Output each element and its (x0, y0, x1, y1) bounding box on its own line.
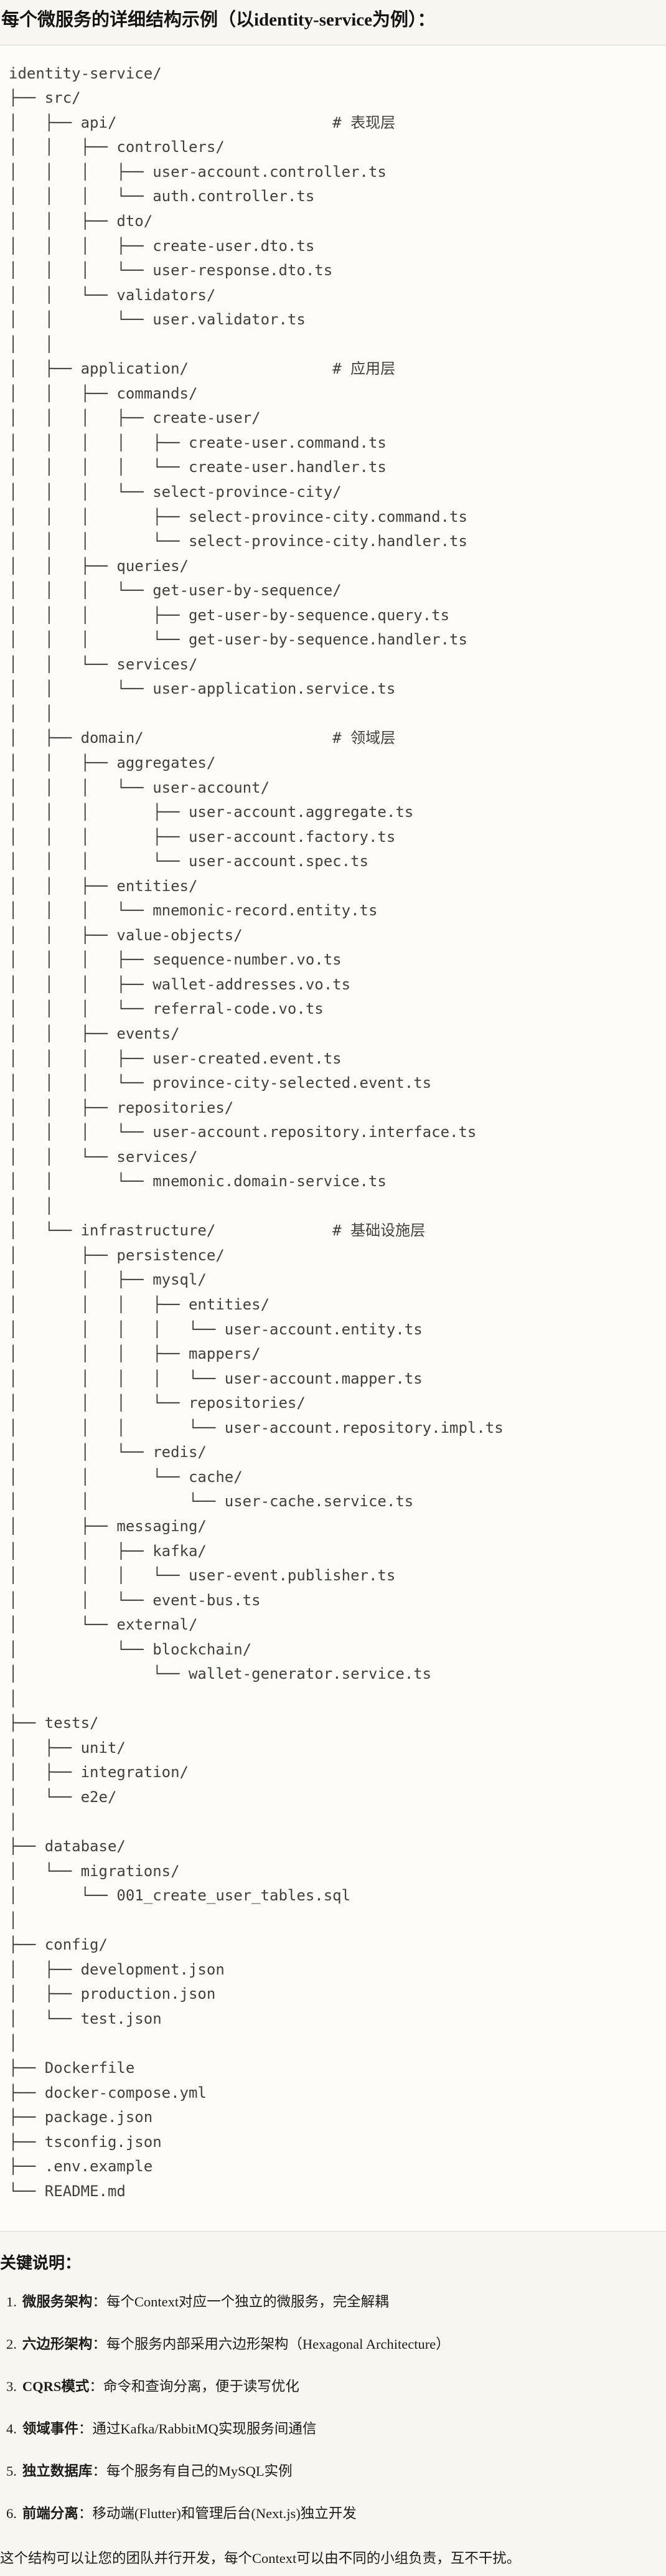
note-text: ：命令和查询分离，便于读写优化 (89, 2379, 299, 2395)
notes-list: 1. 微服务架构：每个Context对应一个独立的微服务，完全解耦 2. 六边形架构… (0, 2291, 666, 2522)
list-item: 5. 独立数据库：每个服务有自己的MySQL实例 (6, 2460, 666, 2480)
directory-tree-code-block: identity-service/ ├── src/ │ ├── api/ # … (0, 44, 666, 2232)
closing-paragraph: 这个结构可以让您的团队并行开发，每个Context可以由不同的小组负责，互不干扰… (0, 2550, 521, 2567)
note-text: ：每个服务内部采用六边形架构（Hexagonal Architecture） (92, 2336, 450, 2352)
note-text: ：移动端(Flutter)和管理后台(Next.js)独立开发 (78, 2506, 357, 2522)
list-item: 1. 微服务架构：每个Context对应一个独立的微服务，完全解耦 (6, 2291, 666, 2311)
note-number: 3. (6, 2379, 17, 2395)
note-number: 5. (6, 2463, 17, 2479)
note-number: 2. (6, 2336, 17, 2352)
note-label: 前端分离 (22, 2506, 78, 2522)
list-item: 4. 领域事件：通过Kafka/RabbitMQ实现服务间通信 (6, 2418, 666, 2438)
note-number: 1. (6, 2294, 17, 2310)
list-item: 6. 前端分离：移动端(Flutter)和管理后台(Next.js)独立开发 (6, 2503, 666, 2522)
note-label: 微服务架构 (22, 2294, 93, 2310)
list-item: 2. 六边形架构：每个服务内部采用六边形架构（Hexagonal Architec… (6, 2333, 666, 2353)
note-text: ：通过Kafka/RabbitMQ实现服务间通信 (78, 2421, 317, 2437)
directory-tree: identity-service/ ├── src/ │ ├── api/ # … (9, 64, 504, 2200)
note-label: 六边形架构 (22, 2336, 93, 2352)
note-label: 领域事件 (22, 2421, 78, 2437)
notes-heading: 关键说明： (0, 2254, 82, 2273)
page-title: 每个微服务的详细结构示例（以identity-service为例）： (1, 10, 436, 30)
note-label: 独立数据库 (22, 2463, 93, 2479)
note-text: ：每个Context对应一个独立的微服务，完全解耦 (92, 2294, 389, 2310)
list-item: 3. CQRS模式：命令和查询分离，便于读写优化 (6, 2375, 666, 2395)
note-label: CQRS模式 (22, 2379, 90, 2395)
note-text: ：每个服务有自己的MySQL实例 (92, 2463, 293, 2479)
note-number: 6. (6, 2506, 17, 2522)
note-number: 4. (6, 2421, 17, 2437)
